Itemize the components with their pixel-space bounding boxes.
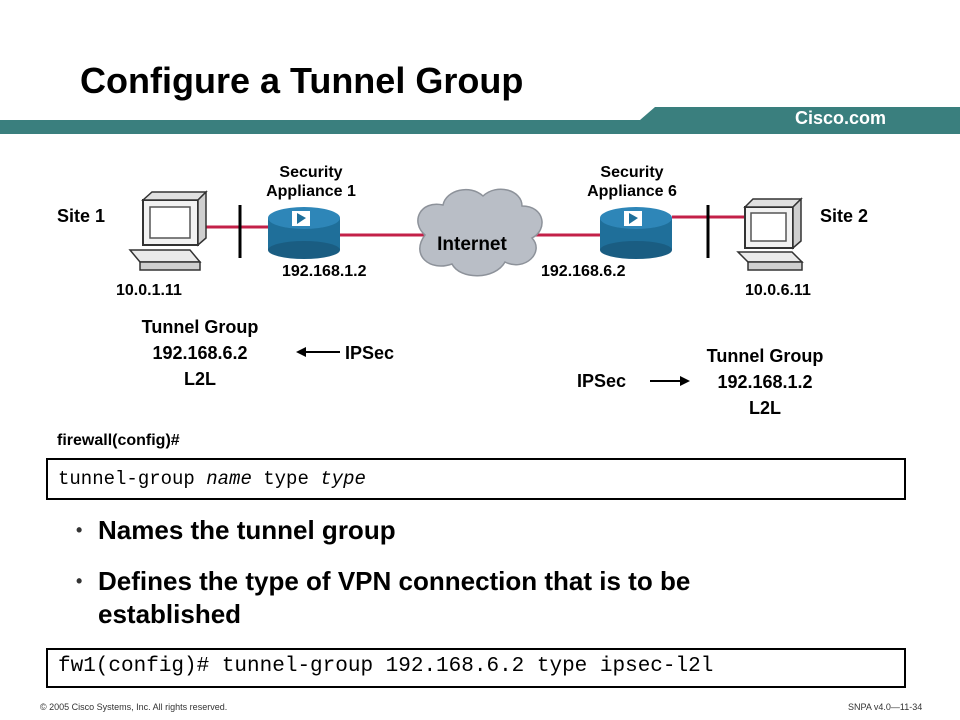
internet-cloud-icon	[417, 188, 543, 277]
site1-computer-icon	[128, 190, 208, 271]
right-tg-line2: 192.168.1.2	[717, 372, 813, 393]
bullet-text: Names the tunnel group	[98, 515, 396, 545]
cisco-brand: Cisco.com	[795, 108, 887, 128]
config-prompt: firewall(config)#	[57, 432, 180, 449]
syntax-cmd: tunnel-group	[58, 468, 195, 490]
bullet-text-wrap: Defines the type of VPN connection that …	[98, 565, 690, 630]
left-tg-line2: 192.168.6.2	[152, 343, 248, 364]
right-tg-line3: L2L	[748, 398, 781, 419]
bullet-item-1: • Names the tunnel group	[76, 514, 896, 548]
syntax-kw-type: type	[263, 468, 309, 490]
site2-label: Site 2	[820, 206, 869, 226]
left-tg-line3: L2L	[183, 369, 216, 390]
left-tg-line1: Tunnel Group	[141, 317, 259, 337]
slide-title: Configure a Tunnel Group	[80, 60, 524, 101]
course-code-footer: SNPA v4.0—11-34	[848, 702, 923, 712]
bullet-dot-icon: •	[76, 571, 83, 591]
bullet-item-2: • Defines the type of VPN connection tha…	[76, 565, 896, 635]
right-tg-line1: Tunnel Group	[706, 346, 824, 366]
appliance1-label: Security Appliance 1	[256, 163, 366, 201]
internet-label: Internet	[437, 234, 507, 255]
syntax-arg-name: name	[206, 468, 252, 490]
bullet-text-line2: established	[98, 598, 242, 629]
copyright-footer: © 2005 Cisco Systems, Inc. All rights re…	[40, 702, 228, 712]
example-command-box: fw1(config)# tunnel-group 192.168.6.2 ty…	[46, 648, 906, 688]
syntax-arg-type: type	[320, 468, 366, 490]
teal-band	[0, 107, 960, 134]
appliance1-ip: 192.168.1.2	[282, 263, 367, 280]
network-diagram: Internet	[128, 188, 804, 386]
bullet-dot-icon: •	[76, 520, 83, 540]
appliance1-line2: Appliance 1	[266, 183, 356, 201]
appliance6-line1: Security	[600, 164, 664, 181]
left-ipsec-arrow	[296, 347, 340, 357]
site2-computer-icon	[736, 197, 804, 271]
right-ipsec-arrow	[650, 376, 690, 386]
syntax-box: tunnel-group name type type	[46, 458, 906, 500]
appliance6-line2: Appliance 6	[587, 183, 677, 201]
appliance1-line1: Security	[279, 164, 343, 181]
site1-label: Site 1	[57, 206, 106, 226]
appliance6-label: Security Appliance 6	[572, 163, 692, 201]
bullet-text-line1: Defines the type of VPN connection that …	[98, 566, 691, 596]
security-appliance-1-icon	[268, 207, 340, 259]
left-tunnel-group: Tunnel Group 192.168.6.2 L2L	[110, 314, 290, 392]
header-bar	[0, 107, 960, 134]
appliance6-ip: 192.168.6.2	[541, 263, 626, 280]
security-appliance-6-icon	[600, 207, 672, 259]
right-tunnel-group: Tunnel Group 192.168.1.2 L2L	[680, 343, 850, 421]
left-ipsec-label: IPSec	[345, 343, 395, 363]
site1-ip: 10.0.1.11	[116, 282, 182, 299]
site2-ip: 10.0.6.11	[745, 282, 811, 299]
right-ipsec-label: IPSec	[577, 371, 627, 391]
